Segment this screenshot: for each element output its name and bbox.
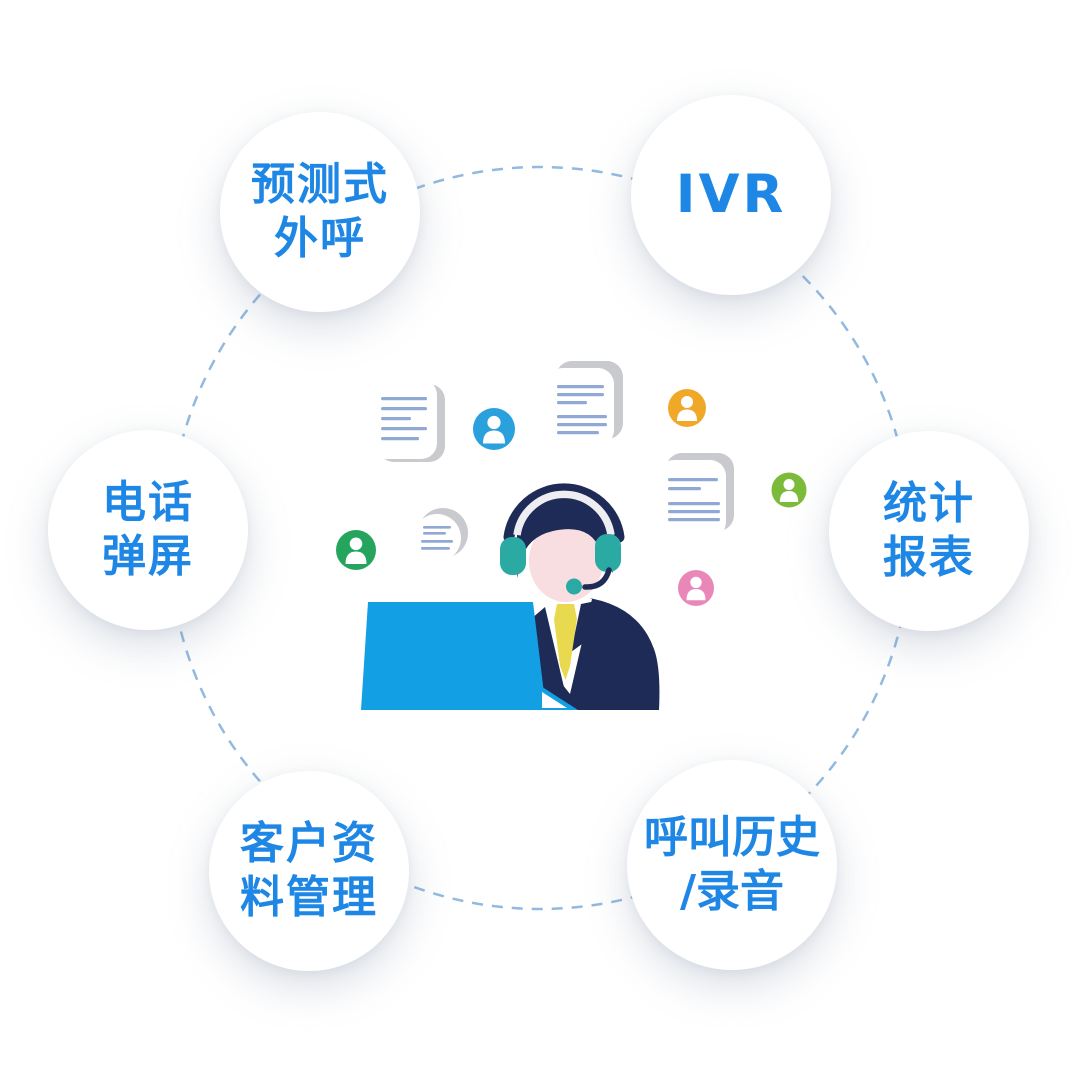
document-text-lines — [421, 526, 453, 550]
bubble-label: 电话 弹屏 — [102, 476, 194, 583]
agent-lapel-right — [571, 601, 596, 652]
agent-lapel-left — [531, 607, 567, 700]
bubble-customer-data-management: 客户资 料管理 — [209, 771, 409, 971]
headset-band — [503, 483, 625, 543]
document-paper — [547, 368, 614, 446]
document-icon-top — [547, 361, 623, 446]
headset-earpiece-right — [595, 534, 621, 572]
headset-earpiece-left — [500, 537, 526, 575]
bubble-ivr: IVR — [631, 95, 831, 295]
user-avatar-blue-icon — [473, 408, 515, 450]
document-icon-right — [658, 453, 734, 538]
document-paper — [413, 514, 461, 562]
bubble-label: 统计 报表 — [883, 477, 975, 584]
user-avatar-orange-icon — [668, 389, 706, 427]
bubble-text-line: 外呼 — [274, 213, 366, 264]
agent-face — [529, 520, 603, 602]
agent-illustration — [336, 361, 807, 710]
bubble-text-line: IVR — [675, 163, 787, 225]
bubble-statistics-report: 统计 报表 — [829, 431, 1029, 631]
bubble-text-line: 预测式 — [251, 159, 389, 211]
bubble-label: 呼叫历史 /录音 — [644, 811, 820, 918]
document-text-lines — [381, 397, 427, 441]
document-text-lines — [557, 385, 607, 435]
bubble-label: IVR — [676, 163, 787, 228]
document-paper — [658, 460, 726, 538]
headset-mic-boom — [582, 567, 612, 590]
bubble-text-line: 报表 — [883, 532, 975, 583]
bubble-call-history-recording: 呼叫历史 /录音 — [627, 760, 837, 970]
agent-figure — [361, 483, 660, 710]
bubble-text-line: 呼叫历史 — [644, 812, 820, 864]
bubble-text-line: 客户资 — [240, 818, 378, 870]
headset-band-stripe — [513, 490, 615, 536]
document-note-circle-icon — [413, 508, 468, 562]
bubble-text-line: 弹屏 — [102, 531, 194, 582]
bubble-predictive-outbound-call: 预测式 外呼 — [220, 112, 420, 312]
bubble-label: 预测式 外呼 — [251, 158, 389, 265]
agent-tie — [554, 604, 577, 680]
document-text-lines — [668, 478, 720, 522]
bubble-phone-screen-pop: 电话 弹屏 — [48, 430, 248, 630]
laptop-corner-notch — [542, 692, 567, 708]
bubble-text-line: /录音 — [679, 866, 785, 917]
bubble-text-line: 料管理 — [240, 872, 378, 923]
agent-hair — [517, 494, 613, 578]
bubble-text-line: 电话 — [102, 477, 194, 529]
headset-mic-tip — [566, 578, 582, 595]
user-avatar-pink-icon — [678, 570, 714, 606]
document-icon-left — [370, 379, 445, 462]
laptop — [361, 602, 546, 710]
user-avatar-green-icon — [336, 530, 376, 570]
bubble-text-line: 统计 — [883, 478, 975, 530]
user-avatar-lime-icon — [771, 472, 807, 508]
bubble-label: 客户资 料管理 — [240, 817, 378, 924]
